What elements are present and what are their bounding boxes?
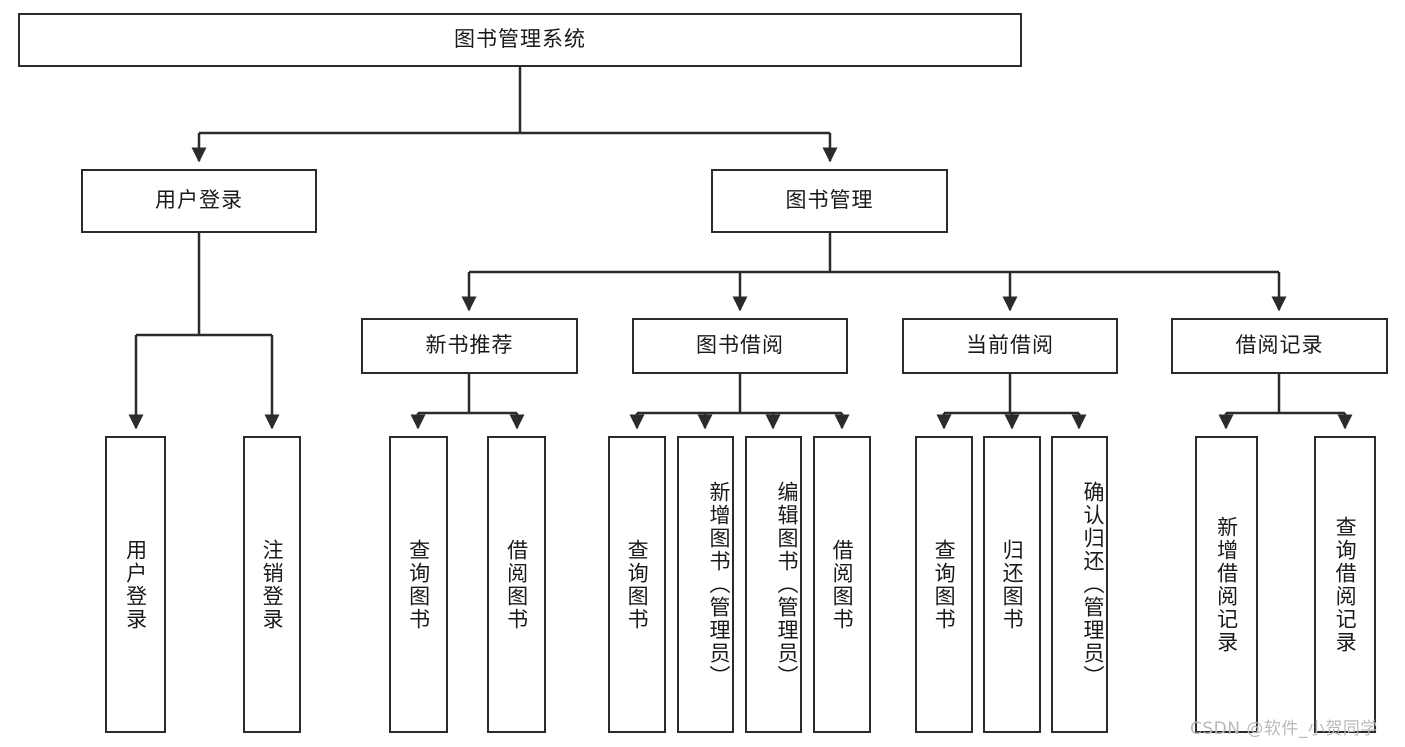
node-leaf-query-book-recommend[interactable]: 查询图书 (389, 436, 448, 733)
node-label: 用户登录 (123, 538, 148, 631)
node-leaf-add-book-admin[interactable]: 新增图书（管理员） (677, 436, 734, 733)
node-root-book-management-system[interactable]: 图书管理系统 (18, 13, 1022, 67)
node-label: 新书推荐 (425, 333, 514, 358)
node-label: 借阅图书 (830, 538, 855, 631)
node-label: 图书借阅 (696, 333, 784, 358)
node-label: 编辑图书（管理员） (775, 481, 799, 688)
node-leaf-query-book-current[interactable]: 查询图书 (915, 436, 973, 733)
node-current-borrow[interactable]: 当前借阅 (902, 318, 1118, 374)
node-label: 图书管理 (785, 188, 874, 213)
node-label: 借阅记录 (1235, 333, 1324, 358)
node-label: 新增图书（管理员） (707, 481, 731, 688)
node-leaf-edit-book-admin[interactable]: 编辑图书（管理员） (745, 436, 802, 733)
node-leaf-query-book-borrow[interactable]: 查询图书 (608, 436, 666, 733)
node-label: 注销登录 (260, 538, 285, 631)
node-leaf-return-book[interactable]: 归还图书 (983, 436, 1041, 733)
node-book-management[interactable]: 图书管理 (711, 169, 948, 233)
node-label: 借阅图书 (504, 538, 529, 631)
node-label: 查询借阅记录 (1333, 515, 1358, 654)
node-label: 当前借阅 (966, 333, 1054, 358)
node-leaf-borrow-book-borrow[interactable]: 借阅图书 (813, 436, 871, 733)
node-book-borrow[interactable]: 图书借阅 (632, 318, 848, 374)
node-label: 用户登录 (155, 188, 243, 213)
node-borrow-record[interactable]: 借阅记录 (1171, 318, 1388, 374)
node-label: 查询图书 (406, 538, 431, 631)
node-leaf-query-borrow-record[interactable]: 查询借阅记录 (1314, 436, 1376, 733)
node-leaf-borrow-book-recommend[interactable]: 借阅图书 (487, 436, 546, 733)
node-leaf-confirm-return-admin[interactable]: 确认归还（管理员） (1051, 436, 1108, 733)
watermark: CSDN @软件_小贺同学 (1190, 719, 1378, 739)
node-leaf-add-borrow-record[interactable]: 新增借阅记录 (1195, 436, 1258, 733)
node-label: 查询图书 (932, 538, 957, 631)
node-label: 新增借阅记录 (1214, 515, 1239, 654)
node-label: 查询图书 (625, 538, 650, 631)
node-new-book-recommend[interactable]: 新书推荐 (361, 318, 578, 374)
node-user-login[interactable]: 用户登录 (81, 169, 317, 233)
node-label: 图书管理系统 (454, 27, 586, 52)
node-leaf-logout-login[interactable]: 注销登录 (243, 436, 301, 733)
node-leaf-user-login[interactable]: 用户登录 (105, 436, 166, 733)
node-label: 确认归还（管理员） (1081, 481, 1105, 688)
node-label: 归还图书 (1000, 538, 1025, 631)
